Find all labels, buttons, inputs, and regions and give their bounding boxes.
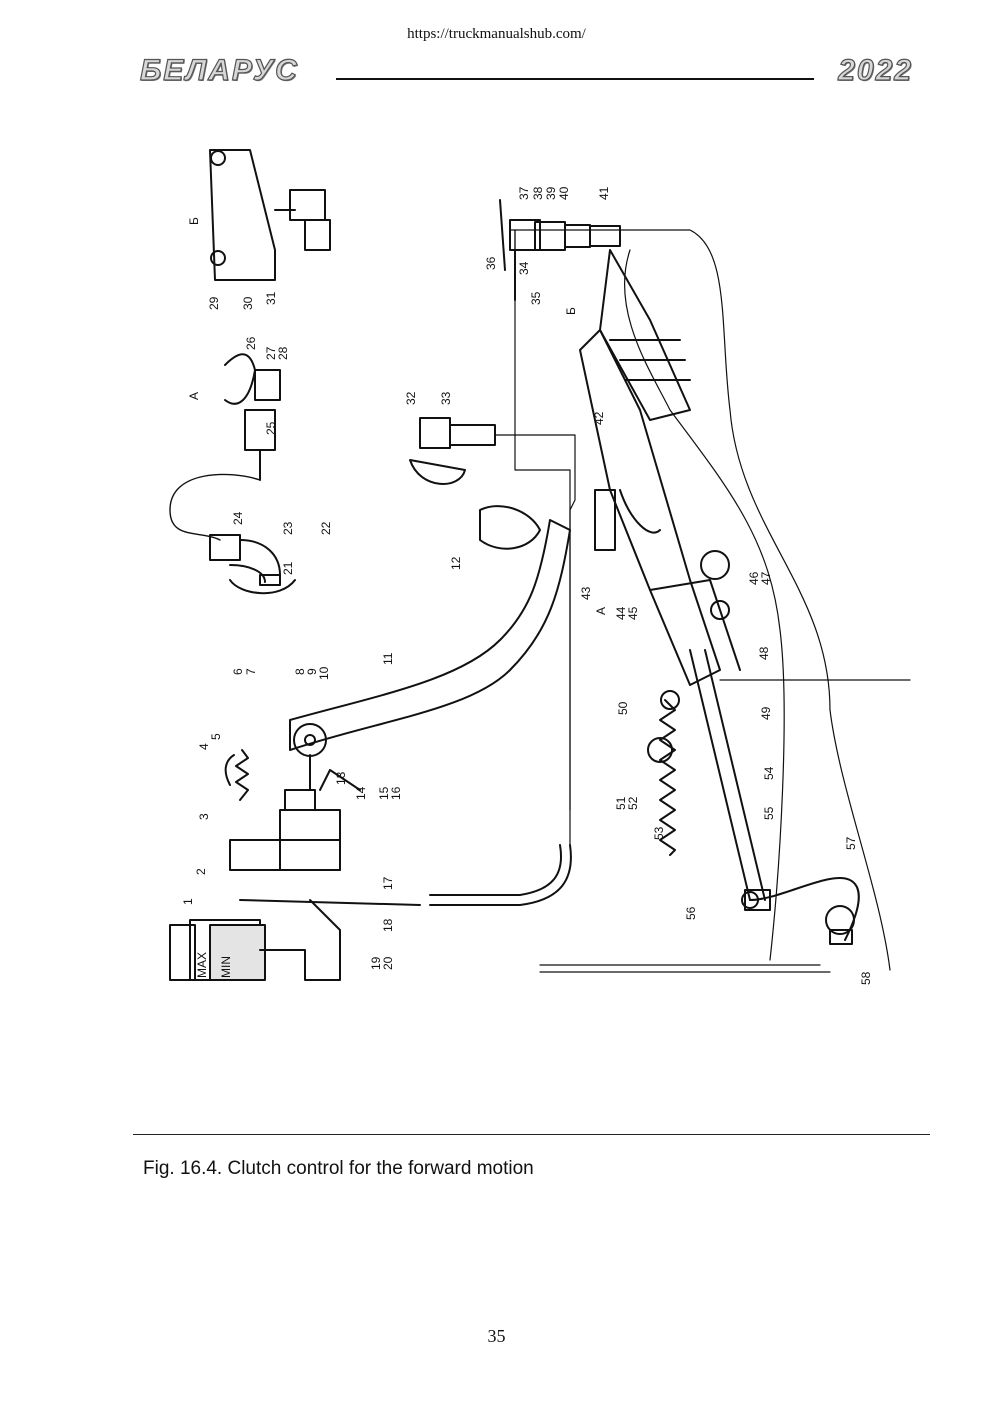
callout-25: 25 [264,421,278,435]
callout-11: 11 [381,652,395,665]
callout-9: 9 [305,668,319,675]
callout-24: 24 [231,511,245,525]
view-b-bracket [209,149,331,281]
callout-5: 5 [209,733,223,740]
callout-28: 28 [276,346,290,360]
callout-14: 14 [354,786,368,800]
callout-10: 10 [317,666,331,680]
callout-41: 41 [597,186,611,200]
callout-55: 55 [762,806,776,820]
callout-17: 17 [381,876,395,890]
edition-year: 2022 [838,53,913,87]
callout-32: 32 [404,391,418,405]
callout-34: 34 [517,261,531,275]
callout-49: 49 [759,706,773,720]
reservoir-min: MIN [219,956,233,978]
return-spring [224,749,249,801]
brand-logo: БЕЛАРУС [139,53,299,87]
callout-48: 48 [757,646,771,660]
callout-3: 3 [197,813,211,820]
callout-58: 58 [859,971,873,985]
callout-26: 26 [244,336,258,350]
callout-30: 30 [241,296,255,310]
callout-40: 40 [557,186,571,200]
slave-cylinder [579,249,741,686]
page-number: 35 [487,1326,506,1346]
detail-mark-a: A [594,607,608,615]
callout-52: 52 [626,796,640,810]
callout-45: 45 [626,606,640,620]
callout-18: 18 [381,918,395,932]
callout-57: 57 [844,836,858,850]
callout-33: 33 [439,391,453,405]
callout-1: 1 [181,898,195,905]
frame-outline [509,229,911,973]
part-callouts: 1 2 3 4 5 6 7 8 9 10 11 12 13 14 15 16 1… [181,186,873,985]
callout-29: 29 [207,296,221,310]
callout-44: 44 [614,606,628,620]
callout-2: 2 [194,868,208,875]
pipe-fitting-33 [409,417,496,485]
callout-13: 13 [334,771,348,785]
callout-20: 20 [381,956,395,970]
view-a-fitting [224,353,281,481]
callout-53: 53 [652,826,666,840]
callout-51: 51 [614,796,628,810]
callout-37: 37 [517,186,531,200]
callout-42: 42 [592,411,606,425]
callout-21: 21 [281,561,295,575]
callout-39: 39 [544,186,558,200]
callout-7: 7 [244,668,258,675]
callout-22: 22 [319,521,333,535]
figure-caption: Fig. 16.4. Clutch control for the forwar… [143,1158,534,1179]
callout-35: 35 [529,291,543,305]
callout-4: 4 [197,743,211,750]
flexible-hose [169,473,261,541]
callout-16: 16 [389,786,403,800]
callout-36: 36 [484,256,498,270]
callout-6: 6 [231,668,245,675]
pipe-elbow [429,844,572,906]
clutch-pedal [289,505,571,757]
caption-rule [133,1134,930,1135]
header-rule [336,78,814,80]
callout-47: 47 [759,571,773,585]
lever-57 [741,877,860,945]
master-cylinder [169,754,421,981]
callout-56: 56 [684,906,698,920]
callout-27: 27 [264,346,278,360]
callout-19: 19 [369,956,383,970]
top-fittings [499,199,621,301]
source-url[interactable]: https://truckmanualshub.com/ [407,26,586,42]
callout-50: 50 [616,701,630,715]
elbow-fitting [209,534,296,595]
callout-38: 38 [531,186,545,200]
callout-54: 54 [762,766,776,780]
view-label-b: Б [187,217,201,225]
callout-43: 43 [579,586,593,600]
reservoir-max: MAX [195,952,209,978]
pushrod-spring [647,649,771,911]
detail-mark-b: Б [564,307,578,315]
callout-46: 46 [747,571,761,585]
callout-15: 15 [377,786,391,800]
callout-12: 12 [449,556,463,570]
callout-23: 23 [281,521,295,535]
clutch-control-drawing: А Б A Б MAX MIN 1 2 3 4 5 6 7 8 9 10 11 … [169,149,911,985]
callout-8: 8 [293,668,307,675]
view-label-a: А [187,392,201,400]
callout-31: 31 [264,291,278,305]
